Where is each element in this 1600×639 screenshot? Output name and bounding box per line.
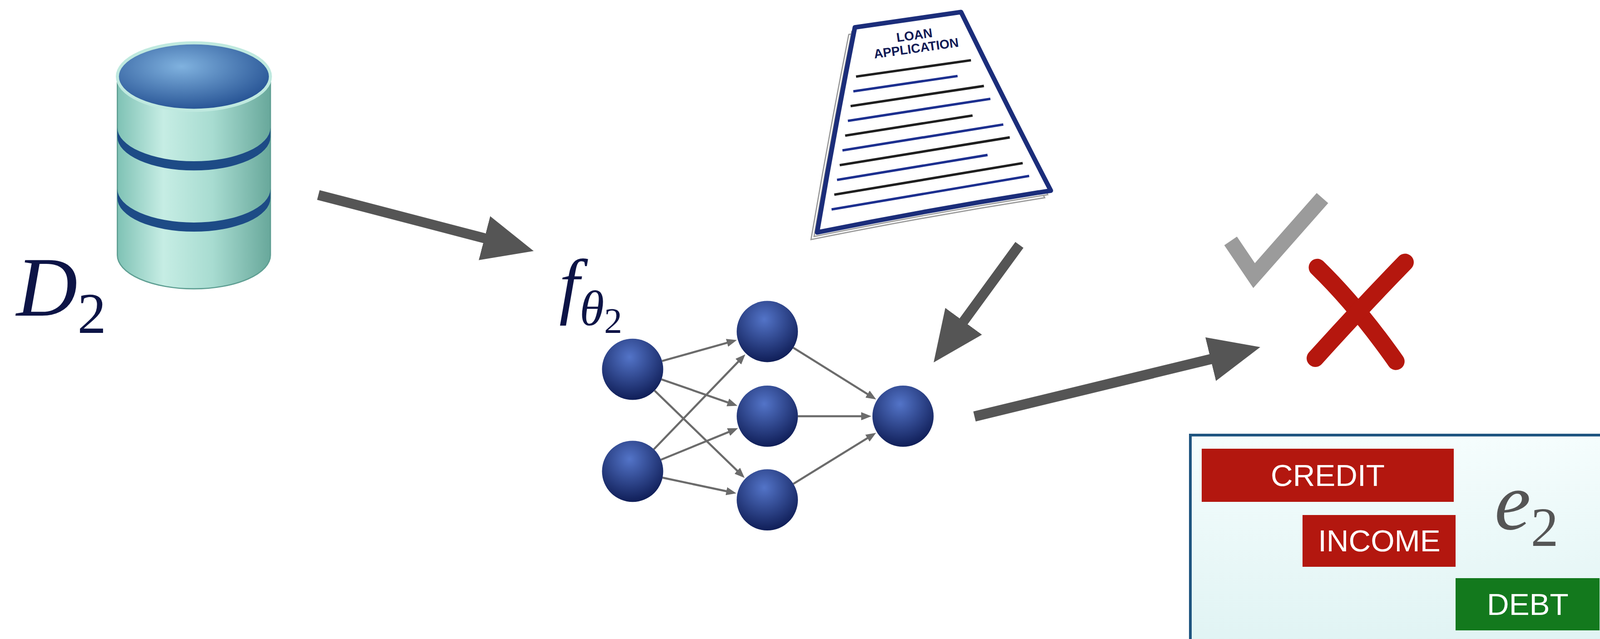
form-line xyxy=(856,60,971,77)
document-node: LOAN APPLICATION xyxy=(812,5,1056,245)
neuron xyxy=(736,385,798,447)
explanation-label: e2 xyxy=(1494,460,1559,555)
graphic-span: 2 xyxy=(77,281,107,346)
graphic-span: θ xyxy=(579,280,605,337)
form-line xyxy=(853,76,958,92)
feature-label: CREDIT xyxy=(1270,460,1385,491)
front-page xyxy=(817,12,1052,233)
form-line xyxy=(837,155,988,181)
neuron xyxy=(602,440,664,503)
feature-label: INCOME xyxy=(1317,525,1441,556)
network-weight xyxy=(654,390,739,473)
form-line xyxy=(842,124,1004,151)
flow-arrow xyxy=(955,244,1020,333)
network-weight xyxy=(793,347,870,396)
database-node: D2 xyxy=(12,36,319,344)
feature-label: DEBT xyxy=(1486,589,1569,620)
graphic-span: D xyxy=(16,240,78,334)
flow-arrow xyxy=(318,194,499,242)
form-line xyxy=(839,137,1010,166)
network-weight xyxy=(653,360,740,450)
approve-check xyxy=(1230,198,1323,276)
cylinder-band xyxy=(117,127,271,171)
output-arrow xyxy=(974,355,1226,417)
form-line xyxy=(831,176,1030,210)
network-weight xyxy=(793,437,870,485)
feature-bar: INCOME xyxy=(1302,515,1456,568)
form-line xyxy=(847,99,991,122)
network-weight xyxy=(661,379,730,404)
model-label: fθ2 xyxy=(559,248,623,339)
graphic-span: 2 xyxy=(1530,495,1559,558)
network-weight xyxy=(797,415,864,417)
neuron xyxy=(602,338,664,401)
graphic-span: 2 xyxy=(604,300,623,341)
feature-bar: DEBT xyxy=(1455,578,1600,631)
graphic-span: θ2 xyxy=(579,280,623,337)
neuron xyxy=(736,469,798,531)
graphic-span: 2 xyxy=(1530,495,1559,558)
feature-bar: CREDIT xyxy=(1201,448,1454,502)
neuron xyxy=(872,385,934,447)
network-weight xyxy=(662,342,729,362)
cylinder-band xyxy=(117,188,271,232)
form-line xyxy=(834,163,1023,196)
dataset-label: D2 xyxy=(16,244,107,343)
graphic-span: 2 xyxy=(77,281,107,346)
network-weight xyxy=(662,477,729,492)
cylinder-top xyxy=(117,42,271,110)
network-weight xyxy=(660,431,731,461)
graphic-span: e xyxy=(1494,456,1531,547)
explanation-panel: e2 CREDIT INCOME DEBT xyxy=(1188,433,1600,639)
network-node: fθ2 xyxy=(533,244,934,536)
graphic-span: f xyxy=(559,244,580,327)
neuron xyxy=(736,301,798,363)
reject-cross xyxy=(1315,262,1406,359)
